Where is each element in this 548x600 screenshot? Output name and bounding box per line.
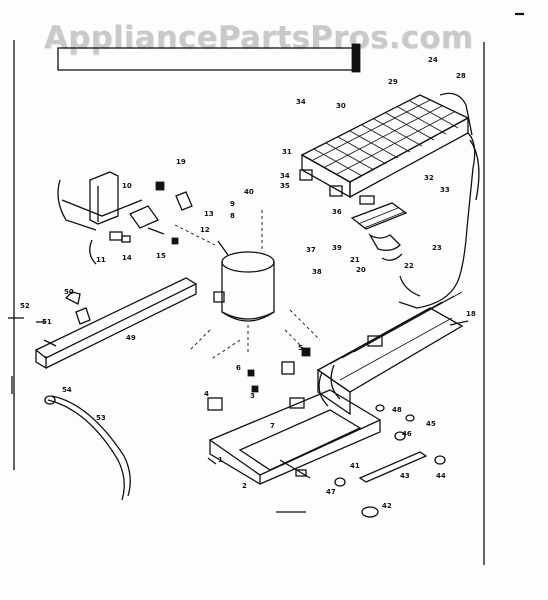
- part-label: 20: [356, 266, 366, 274]
- part-label: 4: [204, 390, 209, 398]
- part-label: 12: [200, 226, 210, 234]
- part-label: 37: [306, 246, 316, 254]
- defrost-thermostat-cluster: [350, 202, 421, 297]
- part-label: 2: [242, 482, 247, 490]
- part-label: 9: [230, 200, 235, 208]
- washer: [394, 431, 406, 441]
- grommet: [247, 369, 255, 377]
- leveling-foot: [361, 506, 379, 518]
- part-label: 33: [440, 186, 450, 194]
- bottom-bracket-bar: [358, 451, 428, 483]
- part-label: 13: [204, 210, 214, 218]
- part-label: 11: [96, 256, 106, 264]
- part-label: 6: [236, 364, 241, 372]
- evaporator-coil: [299, 92, 473, 205]
- part-label: 34: [296, 98, 306, 106]
- part-label: 30: [336, 102, 346, 110]
- part-label: 47: [326, 488, 336, 496]
- part-label: 7: [270, 422, 275, 430]
- part-label: 8: [230, 212, 235, 220]
- left-support-rail: [34, 277, 198, 370]
- part-label: 51: [42, 318, 52, 326]
- title-block: [57, 47, 359, 71]
- part-label: 43: [400, 472, 410, 480]
- drain-tube: [398, 132, 476, 309]
- compressor: [189, 240, 306, 355]
- part-label: 50: [64, 288, 74, 296]
- part-label: 3: [250, 392, 255, 400]
- overload-block: [281, 361, 295, 375]
- part-label: 54: [62, 386, 72, 394]
- part-number-labels: 24 28 34 30 29 32 31 34 33 19 40 10 13 9…: [20, 56, 476, 510]
- washer: [375, 404, 385, 412]
- leader-line: [209, 339, 241, 361]
- part-label: 41: [350, 462, 360, 470]
- part-label: 39: [332, 244, 342, 252]
- part-label: 45: [426, 420, 436, 428]
- part-label: 28: [456, 72, 466, 80]
- part-label: 46: [402, 430, 412, 438]
- mounting-strap-edge: [51, 395, 131, 497]
- part-label: 18: [466, 310, 476, 318]
- part-label: 14: [122, 254, 132, 262]
- part-label: 10: [122, 182, 132, 190]
- part-label: 36: [332, 208, 342, 216]
- part-label: 19: [176, 158, 186, 166]
- part-label: 23: [432, 244, 442, 252]
- leader-line: [289, 309, 321, 341]
- part-label: 24: [428, 56, 438, 64]
- part-label: 38: [312, 268, 322, 276]
- part-label: 5: [298, 344, 303, 352]
- watermark: AppliancePartsPros.com: [44, 20, 474, 56]
- part-label: 49: [126, 334, 136, 342]
- part-label: 32: [424, 174, 434, 182]
- washer: [405, 414, 415, 422]
- part-label: 44: [436, 472, 446, 480]
- strap-end: [44, 395, 56, 405]
- screw: [207, 457, 217, 465]
- part-label: 34: [280, 172, 290, 180]
- mounting-strap: [47, 399, 125, 501]
- part-label: 48: [392, 406, 402, 414]
- part-label: 29: [388, 78, 398, 86]
- part-label: 42: [382, 502, 392, 510]
- leader-line: [174, 224, 216, 246]
- control-bracket-assembly: [57, 171, 193, 265]
- title-block-bar: [351, 43, 361, 73]
- part-label: 21: [350, 256, 360, 264]
- refrigerant-line: [469, 139, 480, 201]
- part-label: 53: [96, 414, 106, 422]
- relay-block: [207, 397, 223, 411]
- part-label: 52: [20, 302, 30, 310]
- part-label: 1: [218, 456, 223, 464]
- washer: [434, 455, 446, 465]
- part-label: 35: [280, 182, 290, 190]
- bracket-block: [289, 397, 305, 409]
- washer: [334, 477, 346, 487]
- part-label: 15: [156, 252, 166, 260]
- part-label: 40: [244, 188, 254, 196]
- grommet: [251, 385, 259, 393]
- part-label: 31: [282, 148, 292, 156]
- condenser-coil: [316, 291, 469, 416]
- part-label: 22: [404, 262, 414, 270]
- grommet: [301, 347, 311, 357]
